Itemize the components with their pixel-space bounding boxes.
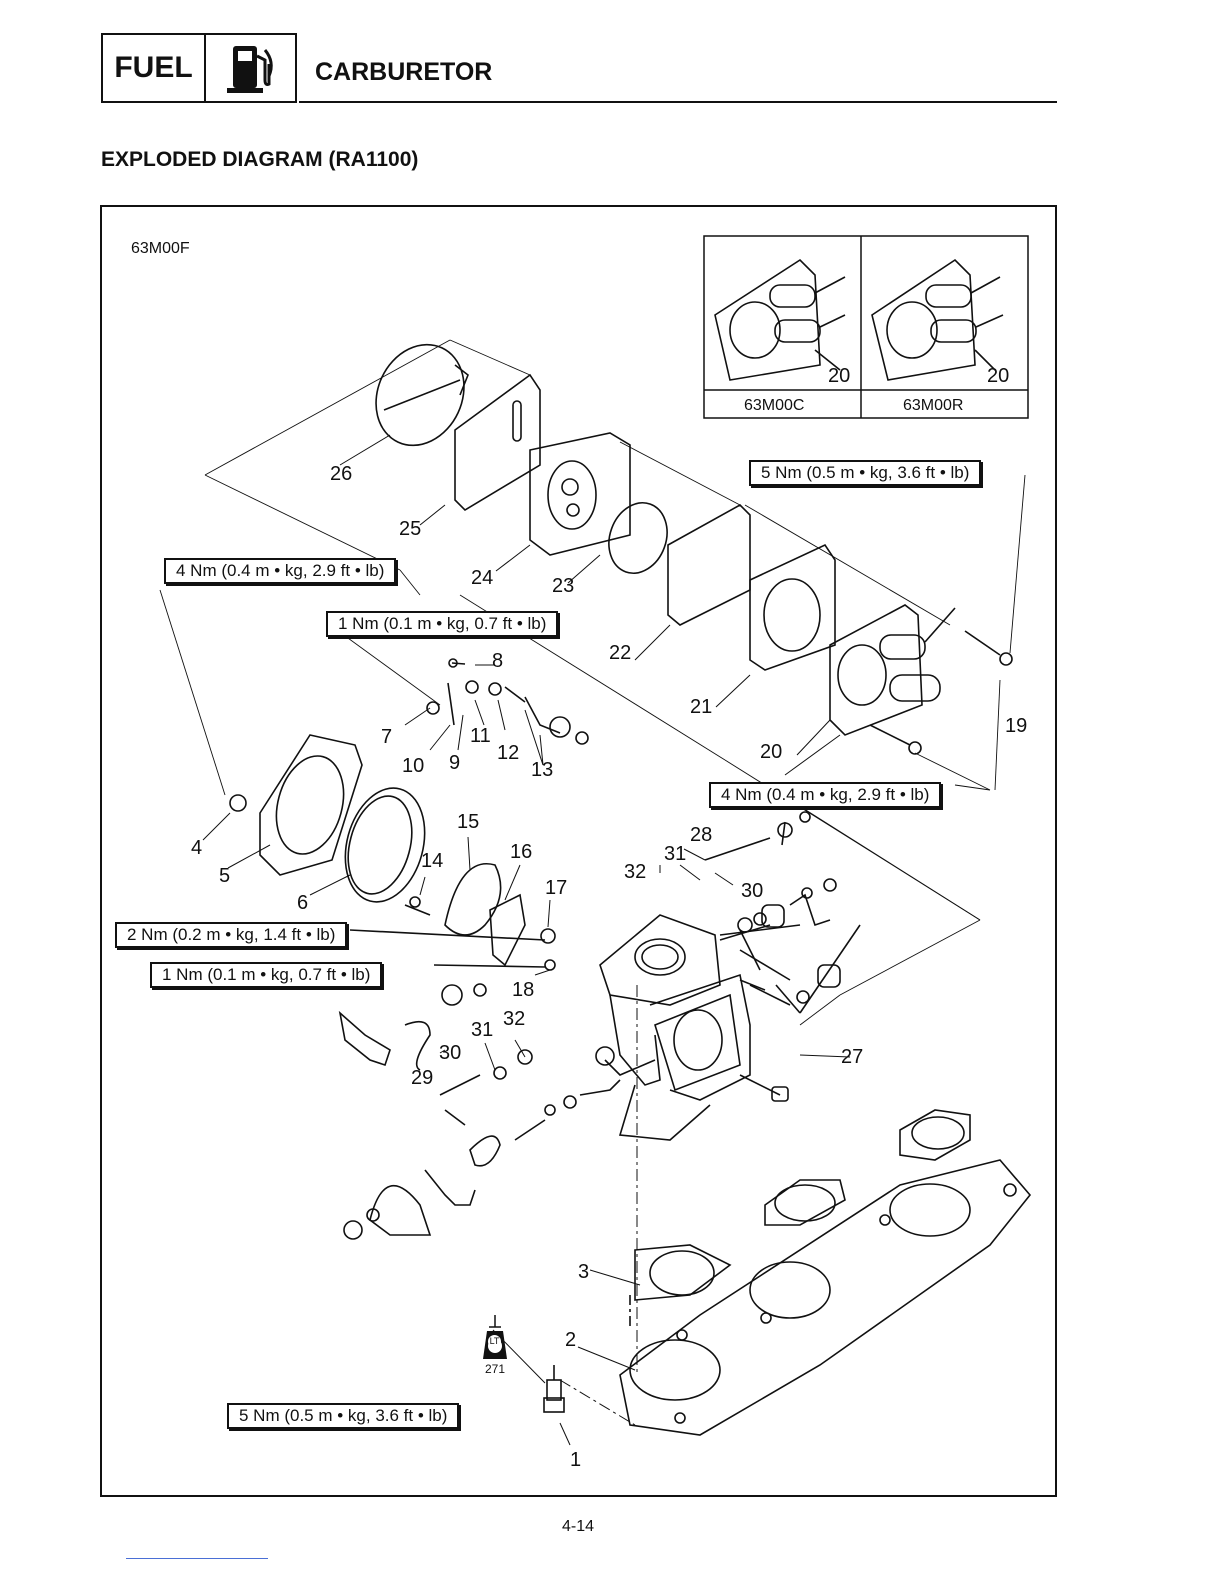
- part-label-7: 7: [381, 726, 393, 748]
- part-label-22: 22: [609, 642, 632, 664]
- torque-spec-mount-bolt: 5 Nm (0.5 m • kg, 3.6 ft • lb): [227, 1403, 460, 1429]
- fuel-pump-icon: [206, 35, 295, 101]
- torque-spec-pump-cover: 5 Nm (0.5 m • kg, 3.6 ft • lb): [749, 460, 982, 486]
- part-label-26: 26: [330, 463, 353, 485]
- diagram-frame: [100, 205, 1057, 1497]
- part-label-28: 28: [690, 824, 713, 846]
- torque-spec-cover-screw: 4 Nm (0.4 m • kg, 2.9 ft • lb): [164, 558, 397, 584]
- page-title: CARBURETOR: [315, 58, 493, 86]
- footer-link-underline: [126, 1558, 268, 1559]
- part-label-32-lower: 32: [503, 1008, 526, 1030]
- part-label-11: 11: [470, 725, 491, 747]
- loctite-number: 271: [485, 1362, 506, 1376]
- pump-diaphragm-stack: [375, 343, 1013, 755]
- part-label-12: 12: [497, 742, 520, 764]
- screw-1: [543, 1365, 565, 1413]
- part-label-6: 6: [297, 892, 309, 914]
- part-label-14: 14: [421, 850, 444, 872]
- exploded-diagram-drawing: [159, 235, 1032, 1446]
- inset-c-part-label: 20: [828, 365, 851, 387]
- section-tab: FUEL: [101, 33, 297, 103]
- part-label-32-upper: 32: [624, 861, 647, 883]
- part-label-13: 13: [531, 759, 554, 781]
- title-rule: [299, 101, 1057, 103]
- section-tab-label: FUEL: [103, 35, 206, 101]
- part-label-23: 23: [552, 575, 575, 597]
- part-label-30-upper: 30: [741, 880, 764, 902]
- part-label-5: 5: [219, 865, 231, 887]
- torque-spec-bracket-screw: 2 Nm (0.2 m • kg, 1.4 ft • lb): [115, 922, 348, 948]
- torque-spec-pump-screws: 4 Nm (0.4 m • kg, 2.9 ft • lb): [709, 782, 942, 808]
- part-label-29: 29: [411, 1067, 434, 1089]
- loctite-badge: LT: [488, 1335, 501, 1348]
- part-label-31-upper: 31: [664, 843, 687, 865]
- torque-spec-jet: 1 Nm (0.1 m • kg, 0.7 ft • lb): [150, 962, 383, 988]
- part-label-9: 9: [449, 752, 461, 774]
- part-label-8: 8: [492, 650, 504, 672]
- part-label-10: 10: [402, 755, 425, 777]
- model-code-inset-c: 63M00C: [744, 397, 805, 414]
- part-label-17: 17: [545, 877, 568, 899]
- part-label-19: 19: [1005, 715, 1028, 737]
- page-number: 4-14: [562, 1518, 595, 1535]
- part-label-15: 15: [457, 811, 480, 833]
- part-label-27: 27: [841, 1046, 864, 1068]
- part-label-1: 1: [570, 1449, 582, 1471]
- part-label-24: 24: [471, 567, 494, 589]
- intake-manifold: [559, 985, 1032, 1436]
- small-parts-cluster: [229, 658, 589, 971]
- part-label-3: 3: [578, 1261, 590, 1283]
- model-code-inset-r: 63M00R: [903, 397, 964, 414]
- part-label-4: 4: [191, 837, 203, 859]
- part-label-16: 16: [510, 841, 533, 863]
- part-label-2: 2: [565, 1329, 577, 1351]
- part-label-30-lower: 30: [439, 1042, 462, 1064]
- torque-spec-small-screws: 1 Nm (0.1 m • kg, 0.7 ft • lb): [326, 611, 559, 637]
- throttle-lever-parts: [338, 983, 621, 1240]
- right-side-parts: [704, 811, 861, 1102]
- inset-panels: [703, 235, 1029, 419]
- part-label-25: 25: [399, 518, 422, 540]
- part-label-20: 20: [760, 741, 783, 763]
- model-code-main: 63M00F: [131, 240, 190, 257]
- diagram-heading: EXPLODED DIAGRAM (RA1100): [101, 148, 419, 171]
- part-label-18: 18: [512, 979, 535, 1001]
- part-label-31-lower: 31: [471, 1019, 494, 1041]
- part-label-21: 21: [690, 696, 713, 718]
- inset-r-part-label: 20: [987, 365, 1010, 387]
- carburetor-body: [595, 914, 801, 1141]
